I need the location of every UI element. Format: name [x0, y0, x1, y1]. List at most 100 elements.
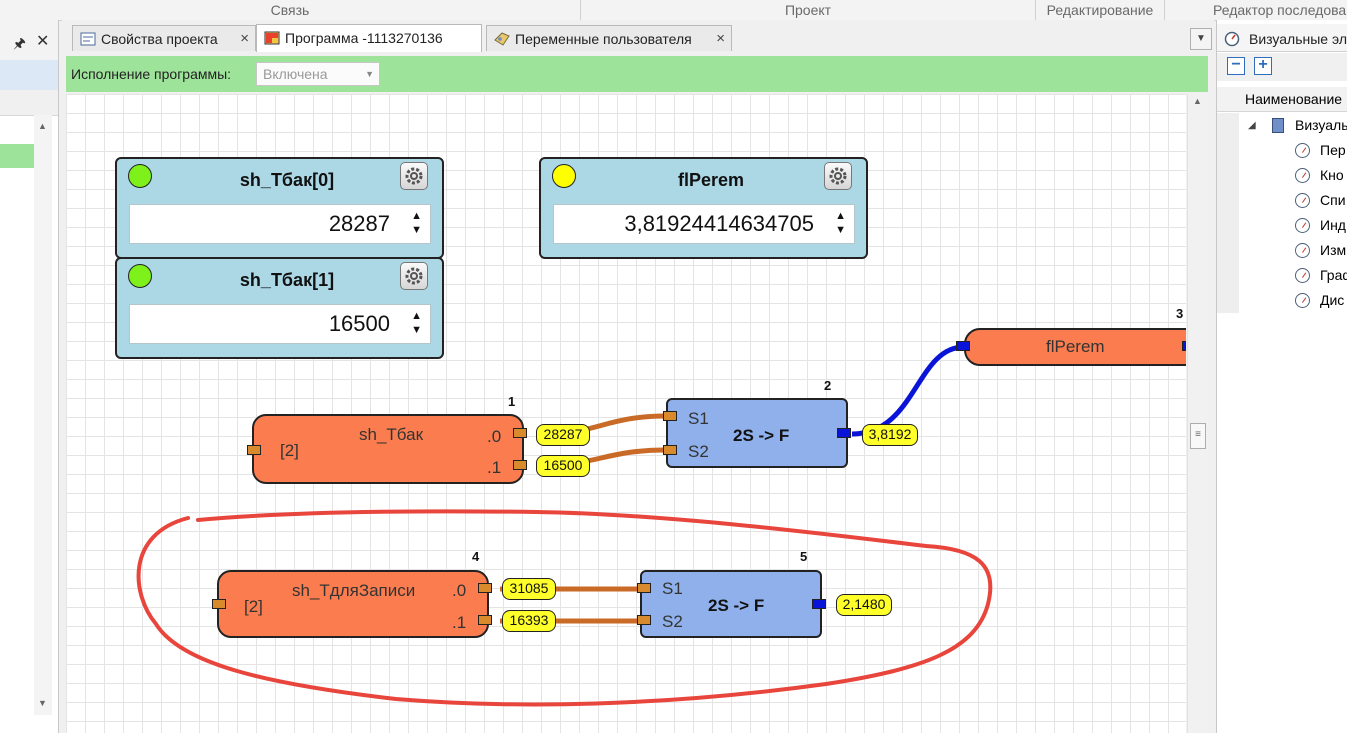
status-led-indicator	[128, 164, 152, 188]
expand-all-icon[interactable]: +	[1254, 57, 1272, 75]
output-port[interactable]	[812, 599, 826, 609]
gauge-icon	[1295, 193, 1310, 208]
close-icon[interactable]: ✕	[36, 33, 50, 50]
scroll-up-icon[interactable]: ▲	[38, 121, 47, 131]
visual-elements-tab[interactable]: Визуальные эл	[1217, 24, 1347, 52]
value-spinbox[interactable]: 16500 ▲▼	[129, 304, 431, 344]
program-canvas[interactable]: sh_Тбак[0] 28287 ▲▼ sh_Тбак[1] 16500 ▲▼ …	[66, 94, 1186, 733]
tree-item[interactable]: Кно	[1217, 163, 1347, 188]
output-port[interactable]	[837, 428, 851, 438]
var-panel-name: sh_Тбак[1]	[239, 270, 335, 290]
input-port-s1[interactable]	[637, 583, 651, 593]
scroll-up-icon[interactable]: ▲	[1193, 96, 1202, 106]
input-port[interactable]	[956, 341, 970, 351]
left-panel-selected-row[interactable]	[0, 144, 34, 168]
output-port[interactable]	[1182, 341, 1186, 351]
visual-elements-panel: Визуальные эл − + Наименование ◢ Визуаль…	[1216, 20, 1347, 733]
array-size: [2]	[244, 597, 263, 616]
ribbon-group-proekt: Проект	[581, 0, 1036, 20]
properties-icon	[80, 32, 96, 46]
spin-arrows-icon[interactable]: ▲▼	[835, 210, 846, 236]
tree-item[interactable]: Дис	[1217, 288, 1347, 313]
execution-state-select[interactable]: Включена ▼	[256, 62, 380, 86]
input-label-s2: S2	[688, 442, 709, 461]
input-port-s2[interactable]	[637, 615, 651, 625]
convert-block-2s-to-f[interactable]: S1 S2 2S -> F	[666, 398, 848, 468]
pin-icon[interactable]: 🖈︎	[13, 35, 26, 51]
variable-block-flperem[interactable]: flPerem	[964, 328, 1186, 366]
tree-item-label: Граф	[1320, 267, 1347, 283]
execution-label: Исполнение программы:	[71, 66, 232, 82]
tab-program[interactable]: Программа -1113270136	[256, 24, 482, 52]
scroll-down-icon[interactable]: ▼	[38, 698, 47, 708]
value-spinbox[interactable]: 3,81924414634705 ▲▼	[553, 204, 855, 244]
tree-item[interactable]: Инд	[1217, 213, 1347, 238]
wire-conv-out-to-flperem	[851, 344, 965, 437]
convert-block-2s-to-f-2[interactable]: S1 S2 2S -> F	[640, 570, 822, 638]
tree-item-label: Кно	[1320, 167, 1344, 183]
tree-root-row[interactable]: ◢ Визуаль	[1217, 113, 1347, 138]
gear-icon[interactable]	[824, 162, 852, 190]
input-port[interactable]	[212, 599, 226, 609]
scrollbar-thumb[interactable]: ≡	[1190, 423, 1206, 449]
ribbon-group-strip: Связь Проект Редактирование Редактор пос…	[0, 0, 1347, 21]
collapse-triangle-icon[interactable]: ◢	[1248, 120, 1256, 131]
output-index-0: .0	[452, 581, 467, 600]
collapse-all-icon[interactable]: −	[1227, 57, 1245, 75]
row-gutter	[1217, 113, 1239, 138]
panel-toolbar: − +	[1217, 53, 1347, 81]
var-panel-sh-tbak-0: sh_Тбак[0] 28287 ▲▼	[115, 157, 444, 259]
tree-item-label: Спи	[1320, 192, 1346, 208]
left-panel-toolbar	[0, 60, 58, 90]
value-text: 3,81924414634705	[624, 211, 814, 236]
execution-state-value: Включена	[263, 66, 328, 82]
output-index-1: .1	[487, 458, 502, 477]
column-header-name[interactable]: Наименование	[1217, 87, 1347, 112]
block-number: 3	[1176, 306, 1184, 321]
tree-item[interactable]: Пер	[1217, 138, 1347, 163]
close-tab-icon[interactable]: ×	[716, 30, 725, 47]
spin-arrows-icon[interactable]: ▲▼	[411, 210, 422, 236]
gear-icon[interactable]	[400, 162, 428, 190]
row-gutter	[1217, 288, 1239, 313]
input-label-s1: S1	[662, 579, 683, 598]
value-badge: 3,8192	[862, 424, 918, 446]
tree-item[interactable]: Изм	[1217, 238, 1347, 263]
gauge-icon	[1295, 218, 1310, 233]
block-name: sh_ТдляЗаписи	[292, 581, 416, 600]
output-port-0[interactable]	[478, 583, 492, 593]
status-led-indicator	[128, 264, 152, 288]
array-block-sh-tzapisi[interactable]: sh_ТдляЗаписи [2] .0 .1	[217, 570, 489, 638]
red-annotation-circle	[136, 509, 993, 707]
input-label-s1: S1	[688, 409, 709, 428]
output-port-1[interactable]	[513, 460, 527, 470]
array-size: [2]	[280, 441, 299, 460]
var-panel-sh-tbak-1: sh_Тбак[1] 16500 ▲▼	[115, 257, 444, 359]
folder-icon	[1272, 118, 1284, 133]
gear-icon[interactable]	[400, 262, 428, 290]
input-port-s1[interactable]	[663, 411, 677, 421]
input-port[interactable]	[247, 445, 261, 455]
gauge-icon	[1295, 143, 1310, 158]
output-port-1[interactable]	[478, 615, 492, 625]
value-spinbox[interactable]: 28287 ▲▼	[129, 204, 431, 244]
gauge-icon	[1295, 243, 1310, 258]
row-gutter	[1217, 138, 1239, 163]
output-port-0[interactable]	[513, 428, 527, 438]
close-tab-icon[interactable]: ×	[240, 30, 249, 47]
tab-user-variables[interactable]: Переменные пользователя ×	[486, 25, 732, 51]
array-block-sh-tbak[interactable]: sh_Тбак [2] .0 .1	[252, 414, 524, 484]
ribbon-group-sequence-editor: Редактор последова	[1213, 2, 1347, 18]
tree-item[interactable]: Граф	[1217, 263, 1347, 288]
left-panel-scrollbar[interactable]: ▲ ▼	[34, 115, 52, 715]
gauge-icon	[1295, 293, 1310, 308]
input-port-s2[interactable]	[663, 445, 677, 455]
tab-project-properties[interactable]: Свойства проекта ×	[72, 25, 256, 51]
tree-item[interactable]: Спи	[1217, 188, 1347, 213]
block-number: 5	[800, 549, 808, 564]
block-label: 2S -> F	[733, 426, 790, 445]
tab-list-dropdown-icon[interactable]: ▼	[1190, 28, 1212, 50]
spin-arrows-icon[interactable]: ▲▼	[411, 310, 422, 336]
value-badge: 28287	[536, 424, 590, 446]
canvas-vertical-scrollbar[interactable]: ▲ ≡	[1187, 94, 1208, 733]
